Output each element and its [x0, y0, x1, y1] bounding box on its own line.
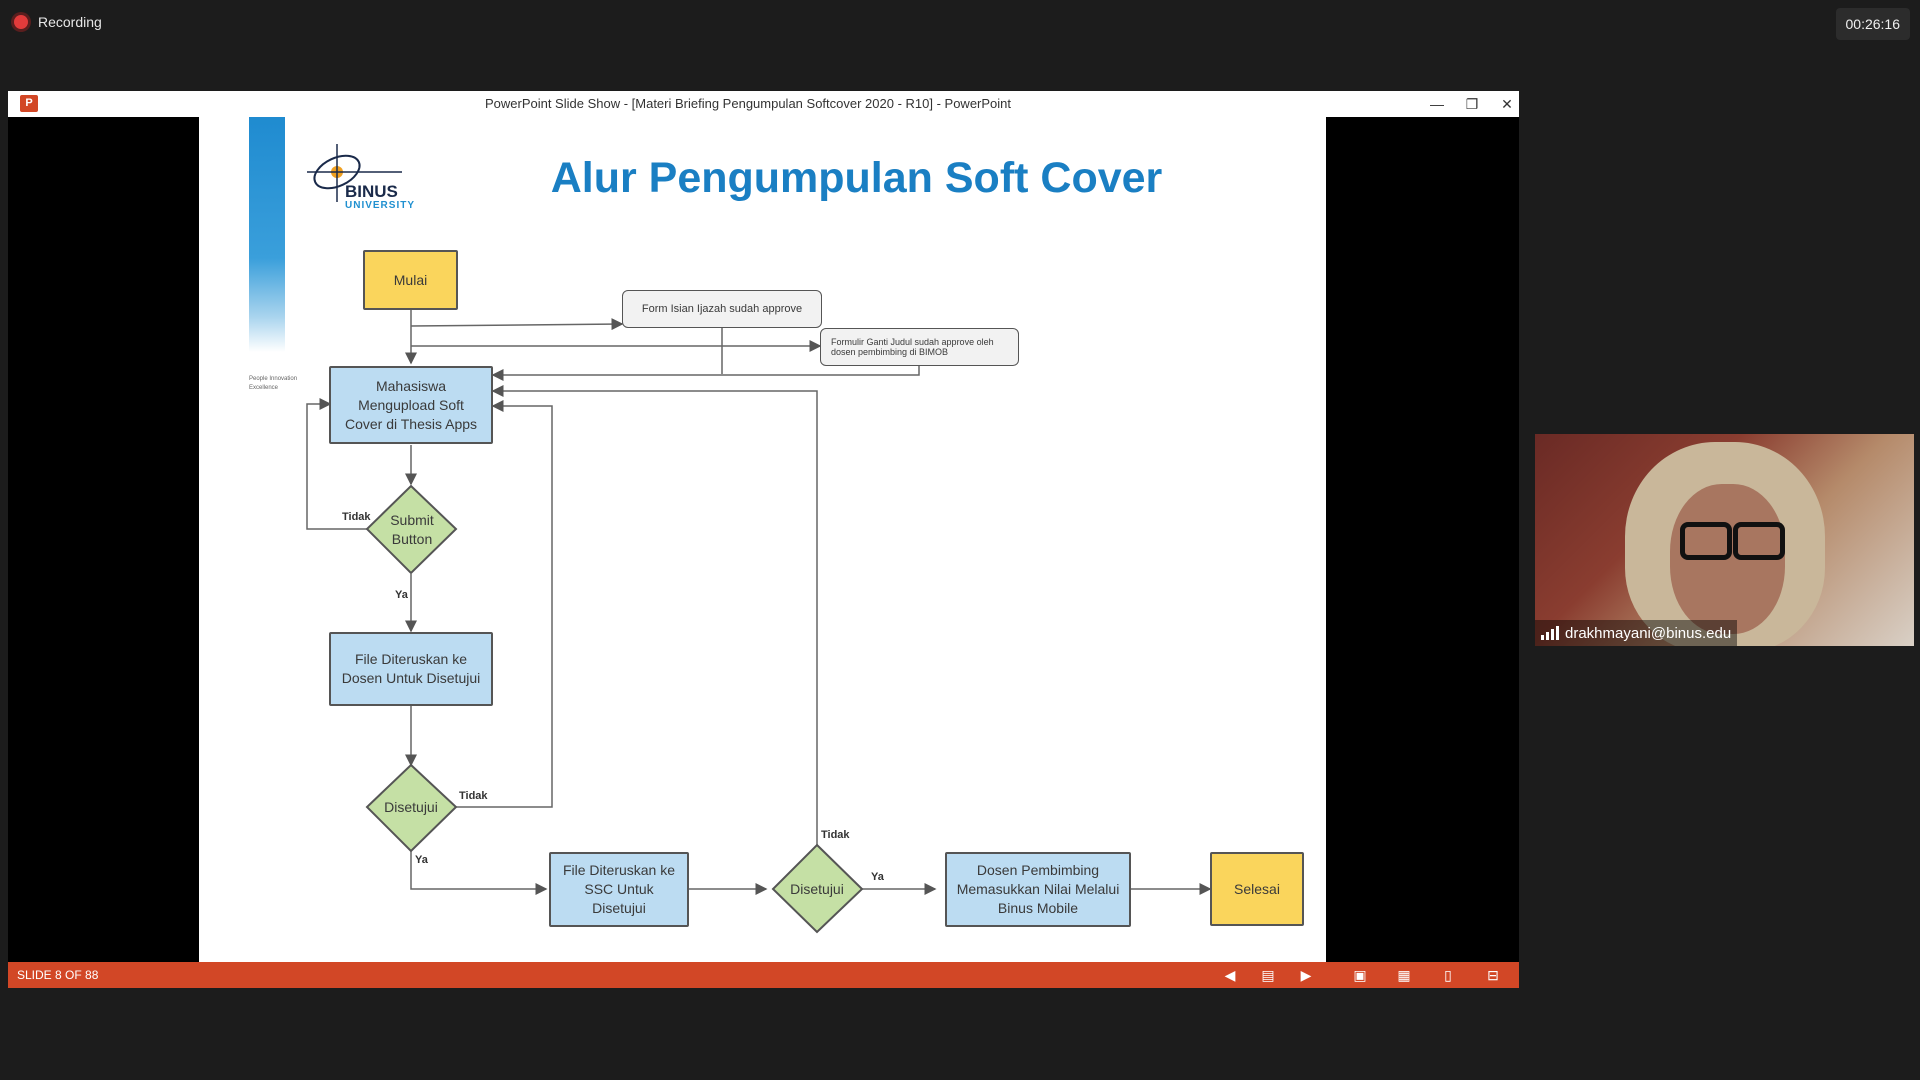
- node-approved-1: Disetujui: [384, 798, 438, 815]
- node-to-lecturer: File Diteruskan ke Dosen Untuk Disetujui: [329, 632, 493, 706]
- edge-label-no: Tidak: [821, 829, 850, 841]
- note-form-ijazah: Form Isian Ijazah sudah approve: [622, 290, 822, 328]
- slideshow-status-bar: SLIDE 8 OF 88 ◀ ▤ ▶ ▣ ▦ ▯ ⊟: [8, 962, 1519, 988]
- minimize-button[interactable]: —: [1430, 96, 1444, 112]
- node-end: Selesai: [1210, 852, 1304, 926]
- meeting-top-bar: Recording 00:26:16: [0, 0, 1920, 50]
- glasses-right: [1733, 522, 1785, 560]
- node-start: Mulai: [363, 250, 458, 310]
- node-submit: Submit Button: [390, 512, 434, 547]
- decision-approved-2-shape: [771, 843, 864, 934]
- edge-label-yes: Ya: [415, 854, 428, 866]
- window-titlebar: P PowerPoint Slide Show - [Materi Briefi…: [8, 91, 1519, 117]
- next-slide-icon[interactable]: ▶: [1300, 967, 1312, 983]
- participant-name-tag: drakhmayani@binus.edu: [1535, 620, 1738, 646]
- slide-sorter-icon[interactable]: ▦: [1397, 967, 1411, 983]
- logo-subtitle: UNIVERSITY: [345, 200, 416, 211]
- notes-icon[interactable]: ▤: [1261, 967, 1275, 983]
- meeting-timer: 00:26:16: [1835, 8, 1910, 40]
- signal-strength-icon: [1541, 626, 1559, 640]
- node-approved-2: Disetujui: [790, 880, 844, 897]
- participant-name: drakhmayani@binus.edu: [1565, 624, 1732, 642]
- binus-logo: BINUS UNIVERSITY: [307, 142, 427, 222]
- powerpoint-icon: P: [20, 95, 38, 112]
- decision-submit-shape: [365, 484, 458, 575]
- edge-label-no: Tidak: [342, 511, 371, 523]
- node-upload: Mahasiswa Mengupload Soft Cover di Thesi…: [329, 366, 493, 444]
- edge-label-yes: Ya: [395, 589, 408, 601]
- window-title: PowerPoint Slide Show - [Materi Briefing…: [484, 96, 1012, 111]
- record-icon: [14, 15, 28, 29]
- recording-label: Recording: [38, 14, 102, 30]
- glasses-left: [1680, 522, 1732, 560]
- normal-view-icon[interactable]: ▣: [1353, 967, 1367, 983]
- flowchart-connectors: [306, 309, 1212, 934]
- slide-title: Alur Pengumpulan Soft Cover: [550, 154, 1163, 202]
- note-formulir-judul: Formulir Ganti Judul sudah approve oleh …: [820, 328, 1019, 366]
- slideshow-icon[interactable]: ⊟: [1487, 967, 1499, 983]
- powerpoint-window: P PowerPoint Slide Show - [Materi Briefi…: [8, 91, 1519, 988]
- slide-counter: SLIDE 8 OF 88: [17, 968, 99, 982]
- recording-indicator[interactable]: Recording: [14, 14, 102, 30]
- previous-slide-icon[interactable]: ◀: [1224, 967, 1236, 983]
- logo-name: BINUS: [345, 182, 398, 201]
- close-button[interactable]: ✕: [1501, 96, 1513, 112]
- node-grade-entry: Dosen Pembimbing Memasukkan Nilai Melalu…: [945, 852, 1131, 927]
- edge-label-yes: Ya: [871, 871, 884, 883]
- participant-video[interactable]: drakhmayani@binus.edu: [1535, 434, 1914, 646]
- reading-view-icon[interactable]: ▯: [1444, 967, 1452, 983]
- slide-canvas[interactable]: People Innovation Excellence BINUS UNIVE…: [199, 117, 1326, 962]
- slide-tagline: People Innovation Excellence: [249, 376, 298, 391]
- logo-crosshair-icon: [307, 144, 402, 202]
- decorative-stripe: [249, 117, 285, 352]
- edge-label-no: Tidak: [459, 790, 488, 802]
- decision-approved-1-shape: [365, 763, 458, 853]
- restore-button[interactable]: ❐: [1465, 96, 1479, 112]
- node-to-ssc: File Diteruskan ke SSC Untuk Disetujui: [549, 852, 689, 927]
